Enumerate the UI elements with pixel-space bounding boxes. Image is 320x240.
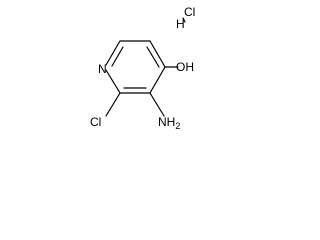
bond-c3-c4 <box>149 40 166 68</box>
bond-c3-c4-double <box>146 46 160 68</box>
bond-n-c2 <box>105 40 121 66</box>
bond-c4-c5 <box>149 66 166 94</box>
bond-c6-cl <box>105 92 121 117</box>
atom-label-oh: OH <box>176 60 194 74</box>
atom-label-hcl-cl: Cl <box>184 5 195 19</box>
atom-label-cl-ring: Cl <box>90 115 101 129</box>
bond-h-cl <box>182 17 186 23</box>
bond-c6-n <box>105 69 121 94</box>
chemical-structure: N OH Cl NH2 H Cl <box>90 5 195 131</box>
substituent-bonds <box>105 17 186 117</box>
atom-label-n: N <box>98 62 107 76</box>
bond-n-c2-double <box>111 46 124 67</box>
atom-labels: N OH Cl NH2 H Cl <box>90 5 195 131</box>
atom-label-nh2: NH2 <box>158 115 180 131</box>
pyridine-ring <box>105 40 166 94</box>
bond-c5-nh2 <box>149 92 165 117</box>
atom-label-hcl-h: H <box>176 17 185 31</box>
